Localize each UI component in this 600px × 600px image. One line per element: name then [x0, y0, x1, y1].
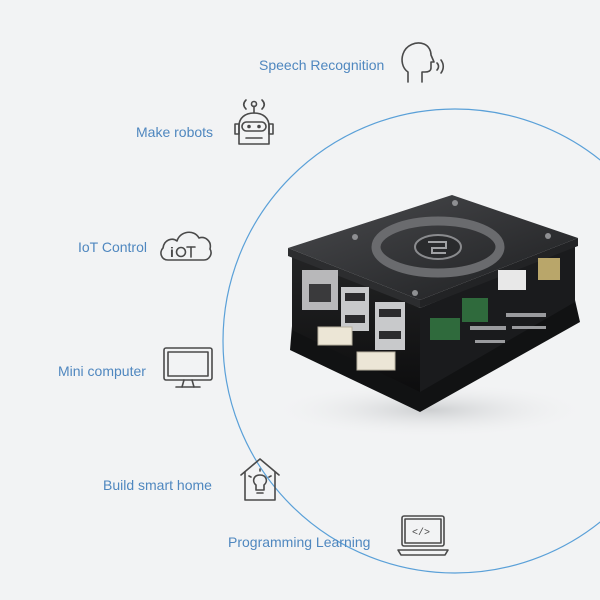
- iot-cloud-icon: i: [160, 231, 212, 261]
- feature-label-iot-control: IoT Control: [78, 239, 147, 255]
- laptop-code-icon: </>: [397, 515, 449, 556]
- feature-label-speech-recognition: Speech Recognition: [259, 57, 385, 73]
- feature-label-mini-computer: Mini computer: [58, 363, 146, 379]
- feature-label-programming-learning: Programming Learning: [228, 534, 371, 550]
- svg-text:</>: </>: [412, 527, 430, 539]
- feature-label-make-robots: Make robots: [136, 124, 214, 140]
- feature-label-build-smart-home: Build smart home: [103, 477, 212, 493]
- robot-head-icon: [234, 99, 274, 145]
- speaking-head-icon: [401, 42, 445, 83]
- monitor-icon: [163, 347, 213, 388]
- smart-home-icon: [240, 458, 280, 501]
- svg-text:i: i: [170, 244, 174, 260]
